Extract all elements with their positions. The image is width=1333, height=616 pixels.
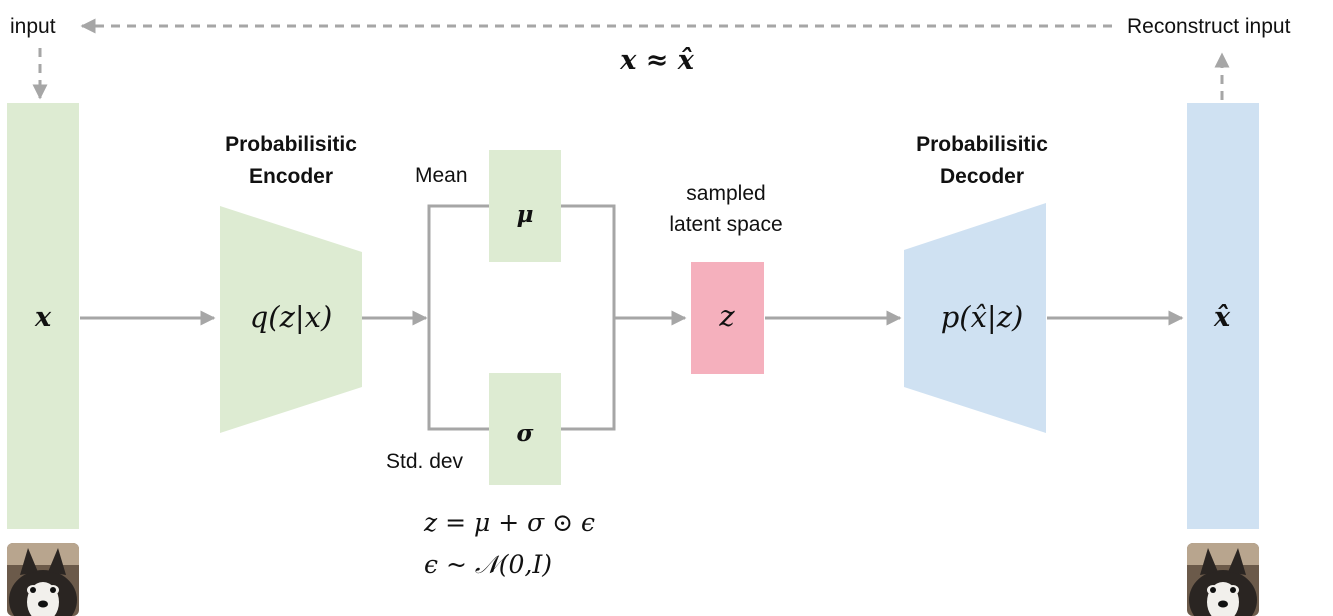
- decoder-function: p(x̂|z): [941, 300, 1024, 334]
- output-xhat-symbol: x̂: [1213, 302, 1231, 333]
- latent-label-line2: latent space: [669, 213, 782, 236]
- noise-distribution-equation: ϵ ~ 𝒩(0,I): [424, 550, 552, 579]
- encoder-trapezoid: [220, 206, 362, 433]
- reparameterization-equation: z = μ + σ ⊙ ϵ: [423, 508, 595, 537]
- input-image-icon: [7, 543, 79, 616]
- input-x-symbol: x: [34, 302, 52, 333]
- input-bar: [7, 103, 79, 529]
- decoder-title-line2: Decoder: [940, 165, 1024, 188]
- sigma-symbol: σ: [517, 420, 534, 447]
- z-symbol: z: [718, 299, 735, 333]
- approx-equation: x ≈ x̂: [619, 45, 695, 76]
- encoder-title-line2: Encoder: [249, 165, 333, 188]
- std-box: [489, 373, 561, 485]
- input-label: input: [10, 15, 56, 38]
- output-bar: [1187, 103, 1259, 529]
- mean-box: [489, 150, 561, 262]
- merge-bracket: [561, 204, 616, 431]
- output-image-icon: [1187, 543, 1259, 616]
- mean-label: Mean: [415, 164, 468, 187]
- mu-symbol: μ: [517, 201, 534, 228]
- decoder-trapezoid: [904, 203, 1046, 433]
- encoder-title-line1: Probabilisitic: [225, 133, 357, 156]
- std-dev-label: Std. dev: [386, 450, 464, 473]
- latent-label-line1: sampled: [686, 182, 765, 205]
- latent-z-box: [691, 262, 764, 374]
- encoder-function: q(z|x): [250, 300, 333, 334]
- reconstruct-input-label: Reconstruct input: [1127, 15, 1291, 38]
- decoder-title-line1: Probabilisitic: [916, 133, 1048, 156]
- split-bracket: [427, 204, 489, 431]
